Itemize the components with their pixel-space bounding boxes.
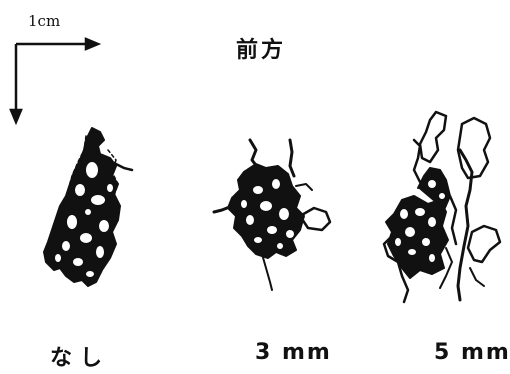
forward-label: 前方 bbox=[236, 32, 286, 64]
trace-none bbox=[44, 128, 132, 286]
condition-label-5mm: 5 mm bbox=[434, 340, 510, 365]
trace-5mm bbox=[384, 112, 500, 302]
scale-label: 1cm bbox=[28, 12, 60, 30]
trace-3mm bbox=[214, 140, 330, 290]
condition-label-none: なし bbox=[50, 340, 110, 372]
condition-label-3mm: 3 mm bbox=[255, 340, 332, 365]
scale-bar bbox=[11, 39, 98, 122]
scale-x-arrowhead bbox=[86, 39, 98, 49]
scale-y-arrowhead bbox=[11, 110, 21, 122]
